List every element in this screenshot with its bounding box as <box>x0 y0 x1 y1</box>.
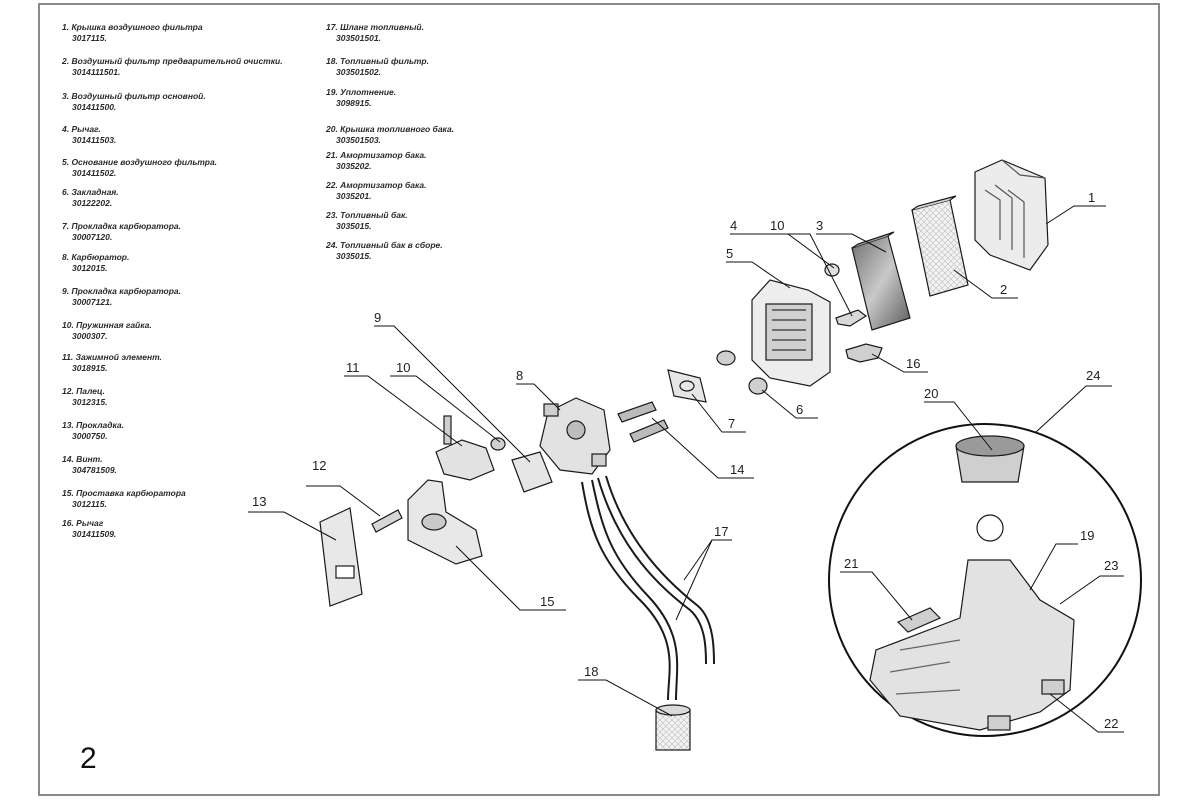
clamp-element <box>435 415 495 481</box>
legend-item: 14. Винт.304781509. <box>62 454 117 475</box>
callout-22: 22 <box>1104 716 1118 731</box>
legend-item: 20. Крышка топливного бака.303501503. <box>326 124 455 145</box>
legend-item: 21. Амортизатор бака.3035202. <box>326 150 427 171</box>
callout-10b: 10 <box>396 360 410 375</box>
spring-nut <box>490 437 506 451</box>
callout-24: 24 <box>1086 368 1100 383</box>
callout-18: 18 <box>584 664 598 679</box>
callout-13: 13 <box>252 494 266 509</box>
carburetor-spacer <box>407 479 483 565</box>
air-filter-base <box>751 279 831 387</box>
legend-item: 17. Шланг топливный.303501501. <box>326 22 424 43</box>
main-filter <box>851 231 911 331</box>
tank-damper-22 <box>987 679 1065 731</box>
callout-15: 15 <box>540 594 554 609</box>
pin <box>371 509 403 533</box>
legend-item: 8. Карбюратор.3012015. <box>62 252 130 273</box>
legend-item: 2. Воздушный фильтр предварительной очис… <box>62 56 283 77</box>
fuel-filter <box>655 704 691 751</box>
leader-lines <box>248 205 1124 733</box>
screw <box>617 401 669 443</box>
callout-8: 8 <box>516 368 523 383</box>
page-number: 2 <box>80 742 97 775</box>
legend-item: 19. Уплотнение.3098915. <box>326 87 397 108</box>
gasket-13 <box>319 507 363 607</box>
callout-4: 4 <box>730 218 737 233</box>
callout-3: 3 <box>816 218 823 233</box>
legend-item: 13. Прокладка.3000750. <box>62 420 124 441</box>
callout-labels: 1 2 3 4 5 10 16 6 7 8 14 10 9 11 12 13 1… <box>252 190 1118 731</box>
callout-12: 12 <box>312 458 326 473</box>
page-frame <box>38 3 1160 796</box>
callout-9: 9 <box>374 310 381 325</box>
legend-item: 10. Пружинная гайка.3000307. <box>62 320 152 341</box>
callout-7: 7 <box>728 416 735 431</box>
carburetor-gasket-9 <box>511 451 553 493</box>
pre-filter <box>911 195 969 297</box>
tank-damper-21 <box>896 607 942 633</box>
fuel-hose <box>581 475 715 701</box>
carburetor <box>539 397 611 475</box>
callout-6: 6 <box>796 402 803 417</box>
callout-16: 16 <box>906 356 920 371</box>
legend-item: 6. Закладная.30122202. <box>62 187 119 208</box>
fuel-tank <box>869 559 1075 731</box>
lever-16 <box>845 343 883 363</box>
legend-item: 4. Рычаг.301411503. <box>62 124 117 145</box>
legend-item: 23. Топливный бак.3035015. <box>326 210 408 231</box>
callout-20: 20 <box>924 386 938 401</box>
air-filter-cover <box>974 159 1049 271</box>
legend-item: 7. Прокладка карбюратора.30007120. <box>62 221 182 242</box>
callout-1: 1 <box>1088 190 1095 205</box>
callout-23: 23 <box>1104 558 1118 573</box>
callout-10a: 10 <box>770 218 784 233</box>
legend-item: 24. Топливный бак в сборе.3035015. <box>326 240 443 261</box>
legend-item: 12. Палец.3012315. <box>62 386 108 407</box>
legend-item: 9. Прокладка карбюратора.30007121. <box>62 286 182 307</box>
fuel-tank-cap <box>955 435 1025 542</box>
callout-19: 19 <box>1080 528 1094 543</box>
legend-item: 18. Топливный фильтр.303501502. <box>326 56 429 77</box>
carburetor-gasket-7 <box>667 369 707 403</box>
callout-21: 21 <box>844 556 858 571</box>
callout-17: 17 <box>714 524 728 539</box>
callout-11: 11 <box>346 360 360 375</box>
callout-2: 2 <box>1000 282 1007 297</box>
spring-nut <box>824 263 840 277</box>
tank-assembly-circle <box>828 423 1142 737</box>
legend-item: 3. Воздушный фильтр основной.301411500. <box>62 91 206 112</box>
callout-5: 5 <box>726 246 733 261</box>
legend-item: 11. Зажимной элемент.3018915. <box>62 352 162 373</box>
callout-14: 14 <box>730 462 744 477</box>
legend-item: 22. Амортизатор бака.3035201. <box>326 180 427 201</box>
lever-4 <box>835 309 868 327</box>
legend-item: 5. Основание воздушного фильтра.30141150… <box>62 157 218 178</box>
